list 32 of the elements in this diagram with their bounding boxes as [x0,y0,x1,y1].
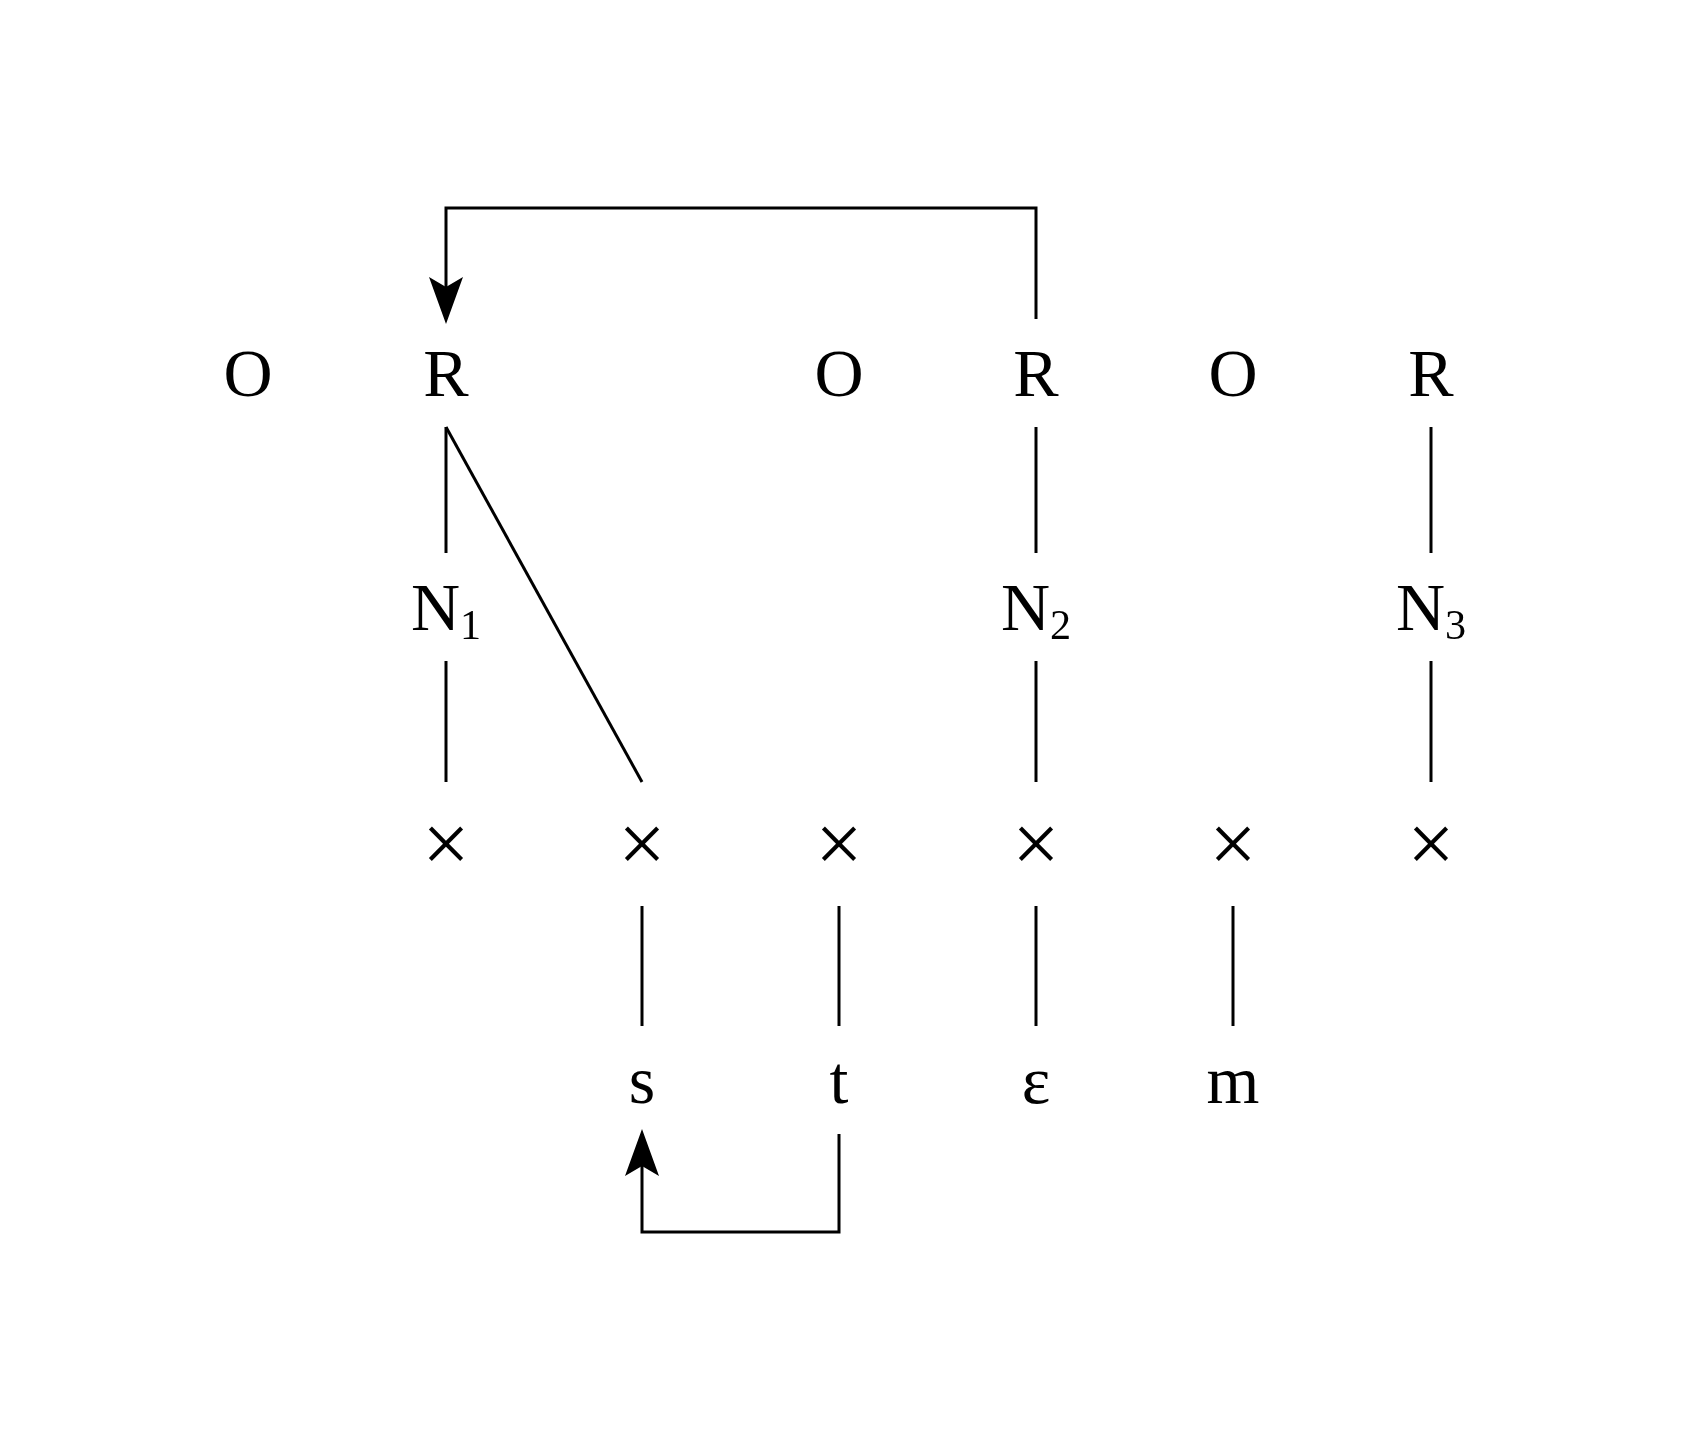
timing-slot-mark: × [815,802,863,886]
arrow [429,206,1038,324]
timing-slot-mark: × [422,802,470,886]
timing-slot-mark: × [1012,802,1060,886]
onset-label: O [1208,339,1258,407]
timing-slot-mark: × [1209,802,1257,886]
arrow [625,1129,841,1234]
rhyme-label: R [1408,339,1454,407]
timing-slot-mark: × [618,802,666,886]
onset-label: O [223,339,273,407]
association-line [1034,906,1038,1026]
association-line [1429,661,1433,782]
segment-letter: ε [1021,1046,1051,1114]
segment-letter: s [628,1046,656,1114]
onset-label: O [814,339,864,407]
association-line [444,427,448,553]
association-line [444,661,448,782]
nucleus-label: N$_{2}$ [1000,573,1072,641]
association-line [640,906,644,1026]
nucleus-label: N$_{3}$ [1395,573,1467,641]
timing-slot-mark: × [1407,802,1455,886]
association-line [1034,427,1038,553]
association-line [444,426,644,783]
association-line [1231,906,1235,1026]
association-line [1429,427,1433,553]
association-line [837,906,841,1026]
segment-letter: m [1206,1046,1260,1114]
rhyme-label: R [1013,339,1059,407]
segment-letter: t [829,1046,849,1114]
nucleus-label: N$_{1}$ [410,573,482,641]
rhyme-label: R [423,339,469,407]
association-line [1034,661,1038,782]
